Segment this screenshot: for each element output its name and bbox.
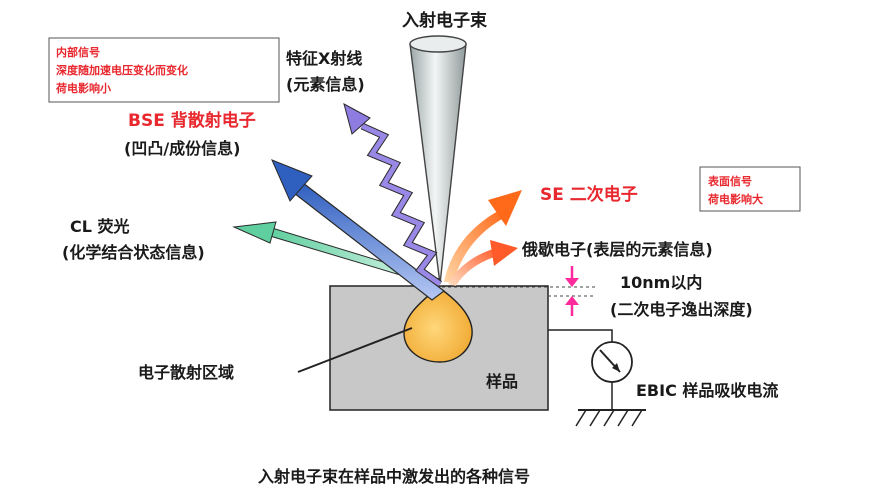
depth-label: 10nm以内 (620, 273, 702, 292)
depth-sublabel: (二次电子逸出深度) (610, 300, 753, 319)
internal-note-line3: 荷电影响小 (55, 81, 111, 95)
ebic-circuit (548, 329, 646, 427)
bse-sublabel: (凹凸/成份信息) (124, 139, 240, 158)
cl-sublabel: (化学结合状态信息) (62, 243, 205, 262)
xray-label: 特征X射线 (286, 49, 362, 68)
xray-zigzag (343, 103, 443, 287)
auger-arrow (448, 240, 518, 286)
internal-note-line1: 内部信号 (56, 45, 100, 59)
scatter-region-label: 电子散射区域 (138, 363, 234, 382)
beam-top-ellipse (409, 35, 467, 53)
auger-label: 俄歇电子(表层的元素信息) (521, 240, 713, 259)
xray-sublabel: (元素信息) (286, 75, 365, 94)
se-label: SE 二次电子 (540, 184, 638, 205)
beam-title: 入射电子束 (402, 10, 487, 31)
internal-note-box (48, 37, 280, 103)
surface-note-box (699, 166, 801, 212)
bse-arrow (271, 159, 445, 301)
se-arrow (444, 190, 522, 282)
ebic-label: EBIC 样品吸收电流 (636, 381, 778, 400)
scatter-region-leader (297, 327, 413, 373)
diagram-caption: 入射电子束在样品中激发出的各种信号 (258, 467, 530, 486)
surface-note-line1: 表面信号 (707, 174, 752, 188)
interaction-volume (403, 286, 473, 363)
internal-note-line2: 深度随加速电压变化而变化 (56, 63, 188, 77)
surface-note-line2: 荷电影响大 (707, 192, 763, 206)
bse-label: BSE 背散射电子 (128, 110, 256, 131)
cl-label: CL 荧光 (70, 217, 130, 236)
depth-marker (565, 266, 579, 316)
sample-label: 样品 (486, 372, 518, 391)
